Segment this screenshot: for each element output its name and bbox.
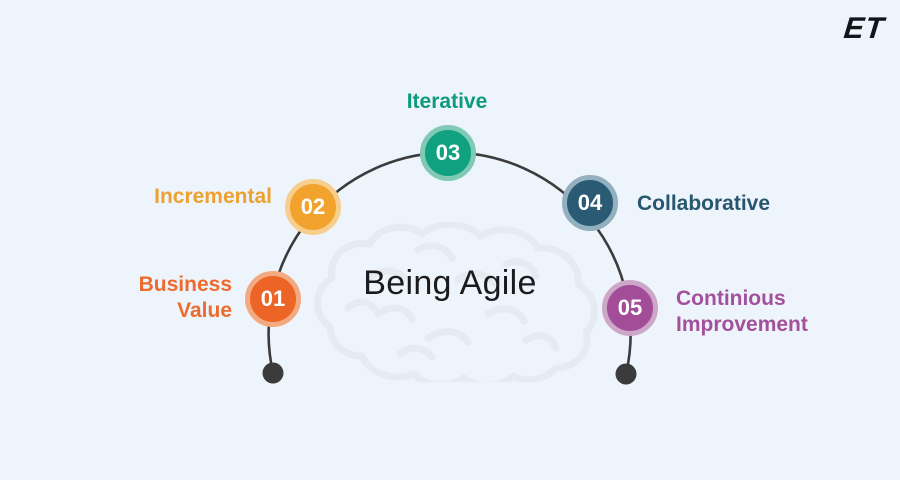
step-label-collaborative: Collaborative <box>637 192 771 215</box>
step-circle-05: 05 <box>602 280 658 336</box>
step-number: 01 <box>260 286 286 311</box>
step-label-continious-improvement: Continious Improvement <box>676 286 808 338</box>
step-number: 04 <box>577 190 603 215</box>
brain-outline <box>314 222 598 382</box>
step-circle-01: 01 <box>245 271 301 327</box>
step-circle-02: 02 <box>285 179 341 235</box>
step-number: 02 <box>300 194 326 219</box>
diagram-title: Being Agile <box>363 264 537 302</box>
brand-logo: ET <box>841 12 886 45</box>
label-line: Continious <box>676 287 786 310</box>
arc-end-dot-right <box>615 363 637 385</box>
step-number: 03 <box>435 140 461 165</box>
label-line: Improvement <box>676 313 808 336</box>
step-label-business-value: Business Value <box>60 272 232 324</box>
step-circle-03: 03 <box>420 125 476 181</box>
step-number: 05 <box>617 295 643 320</box>
brain-watermark-icon <box>314 222 598 382</box>
arc-end-dot-left <box>262 362 284 384</box>
label-line: Value <box>177 299 232 322</box>
step-label-iterative: Iterative <box>406 90 488 113</box>
label-line: Business <box>138 273 232 296</box>
step-circle-04: 04 <box>562 175 618 231</box>
step-label-incremental: Incremental <box>154 185 272 208</box>
